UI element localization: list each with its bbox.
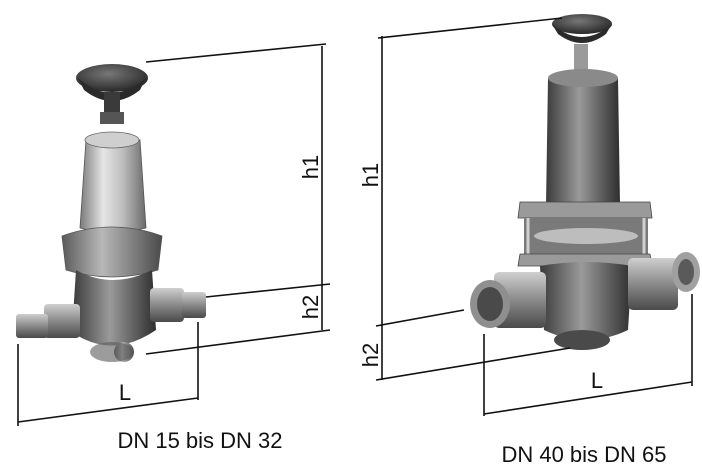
large-valve-dimensions: [375, 17, 693, 416]
small-valve-dimensions: [17, 43, 331, 426]
h2-bottom-extension-line: [145, 329, 331, 355]
large-valve-image: [470, 14, 700, 350]
large-h1-label: h1: [358, 163, 383, 187]
small-l-label: L: [119, 380, 131, 405]
small-valve-caption: DN 15 bis DN 32: [117, 428, 282, 453]
large-l-label: L: [591, 368, 603, 393]
h1-top-extension-line: [377, 17, 563, 39]
l-dimension-line: [17, 397, 199, 423]
l-dimension-line: [483, 381, 693, 415]
small-valve-image: [16, 64, 206, 362]
h1-top-extension-line: [145, 43, 327, 63]
small-h2-label: h2: [298, 295, 323, 319]
large-h2-label: h2: [358, 343, 383, 367]
h2-bottom-extension-line: [375, 347, 571, 381]
h2-top-extension-line: [375, 309, 465, 327]
h2-top-extension-line: [205, 283, 331, 298]
small-h1-label: h1: [298, 155, 323, 179]
large-valve-caption: DN 40 bis DN 65: [501, 442, 666, 467]
